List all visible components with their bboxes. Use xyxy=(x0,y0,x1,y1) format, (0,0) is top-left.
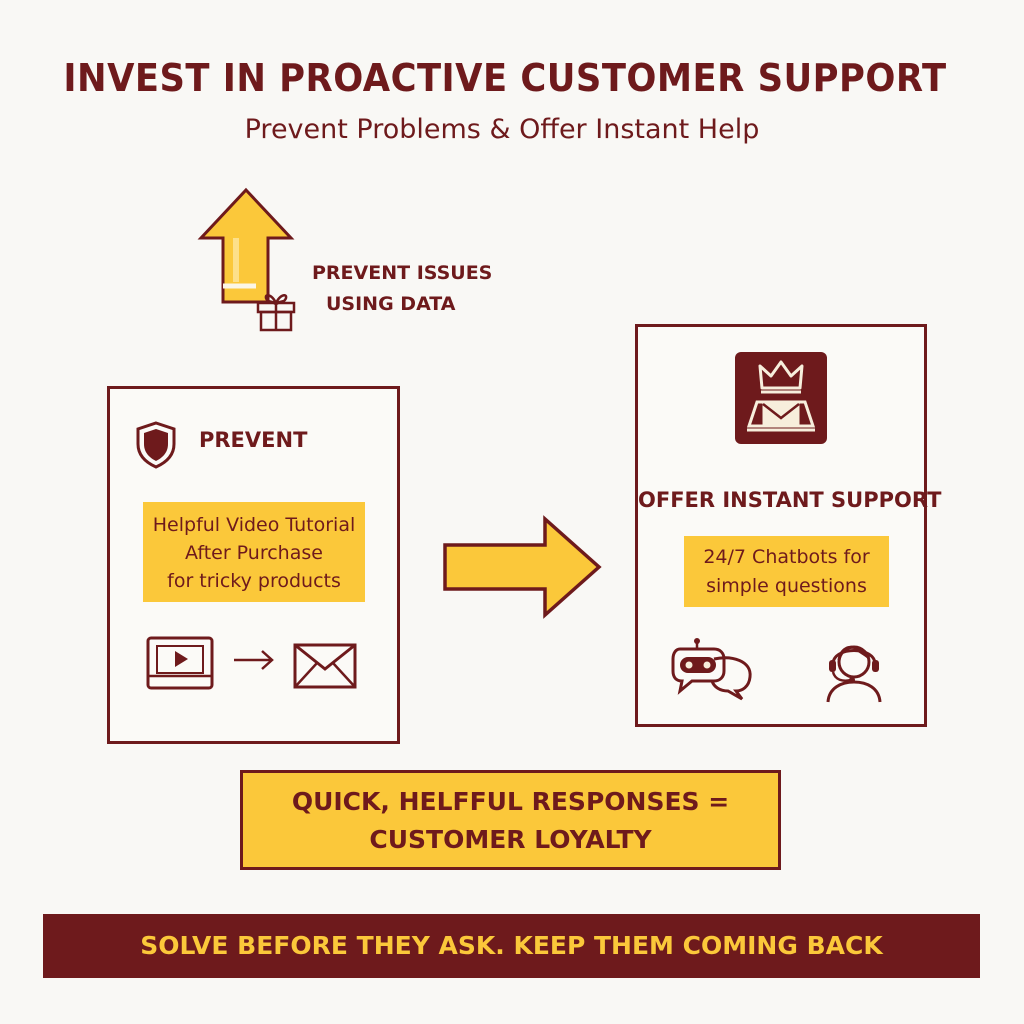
prevent-tutorial-box: Helpful Video Tutorial After Purchase fo… xyxy=(143,502,365,602)
footer-banner: SOLVE BEFORE THEY ASK. KEEP THEM COMING … xyxy=(43,914,980,978)
prevent-label: PREVENT xyxy=(199,428,308,452)
prevent-box-line-1: Helpful Video Tutorial xyxy=(152,514,356,536)
loyalty-line-2: CUSTOMER LOYALTY xyxy=(369,825,652,854)
up-arrow-icon xyxy=(197,187,295,304)
right-arrow-icon xyxy=(234,650,274,670)
video-play-icon xyxy=(146,636,214,690)
prevent-box-line-2: After Purchase xyxy=(185,542,323,564)
page-title: INVEST IN PROACTIVE CUSTOMER SUPPORT xyxy=(63,56,947,100)
offer-box-line-2: simple questions xyxy=(706,575,867,597)
loyalty-message-box: QUICK, HELFFUL RESPONSES = CUSTOMER LOYA… xyxy=(240,770,781,870)
right-arrow-icon xyxy=(443,515,602,619)
chatbot-info-box: 24/7 Chatbots for simple questions xyxy=(684,536,889,607)
offer-support-label: OFFER INSTANT SUPPORT xyxy=(638,488,942,512)
page-subtitle: Prevent Problems & Offer Instant Help xyxy=(244,114,760,145)
chatbot-icon xyxy=(671,638,752,701)
prevent-issues-note: PREVENT ISSUES USING DATA xyxy=(312,258,492,320)
gift-icon xyxy=(256,294,296,332)
envelope-icon xyxy=(293,643,357,689)
headset-agent-icon xyxy=(826,645,882,703)
offer-box-line-1: 24/7 Chatbots for xyxy=(703,546,870,568)
note-line-2: USING DATA xyxy=(326,293,456,315)
crown-envelope-icon xyxy=(735,352,827,444)
note-line-1: PREVENT ISSUES xyxy=(312,262,493,284)
loyalty-line-1: QUICK, HELFFUL RESPONSES = xyxy=(291,787,730,816)
shield-icon xyxy=(136,421,176,469)
prevent-box-line-3: for tricky products xyxy=(167,570,341,592)
